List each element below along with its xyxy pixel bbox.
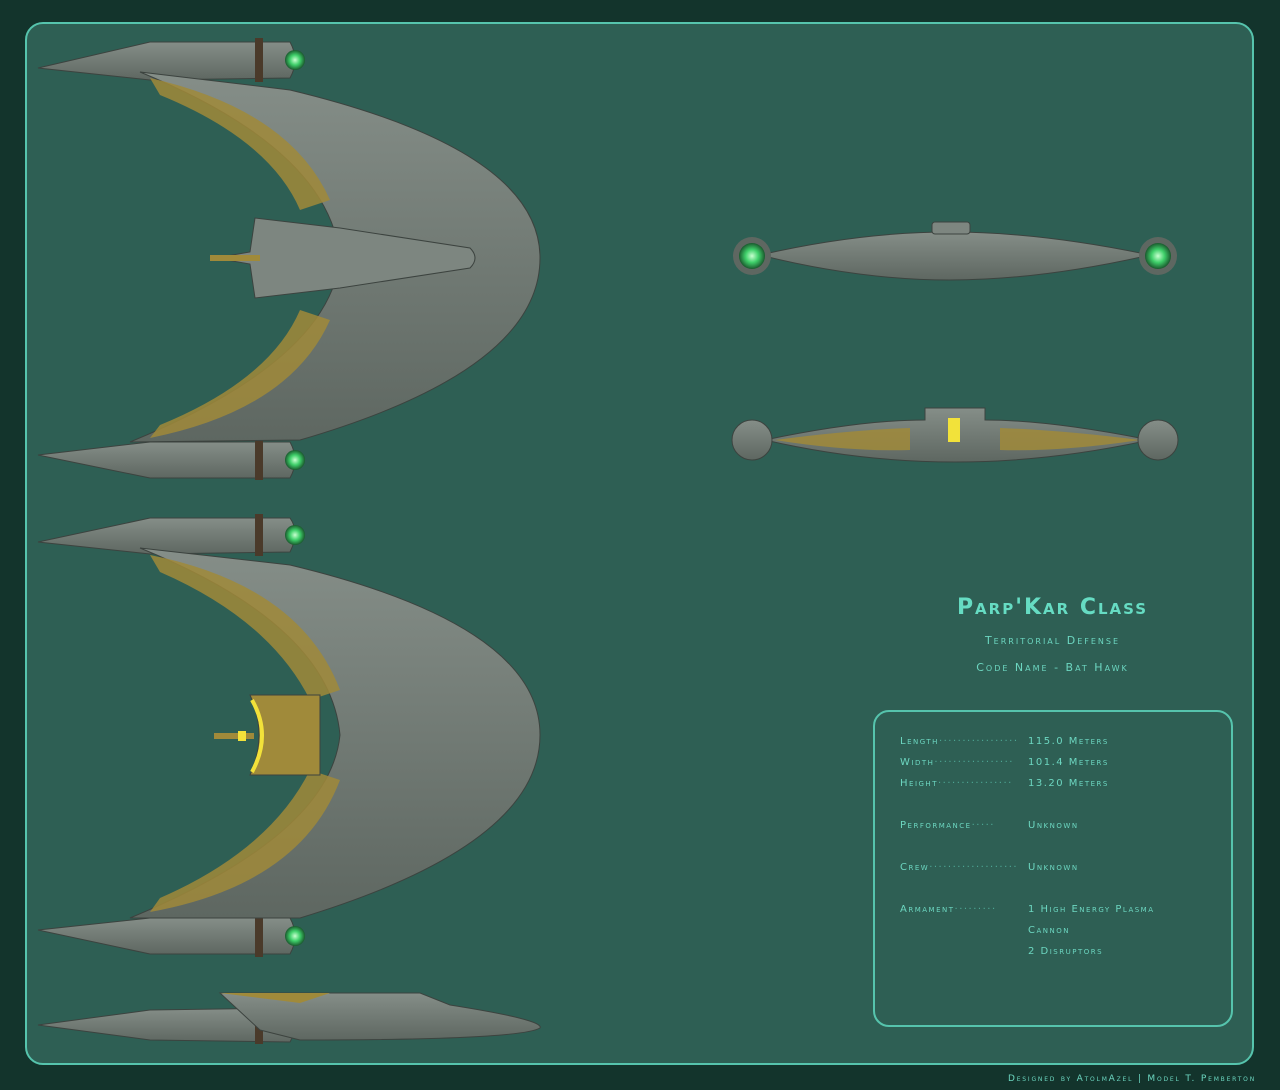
bottom-nacelle-upper xyxy=(37,514,305,556)
engine-glow-icon xyxy=(285,50,305,70)
side-view xyxy=(37,992,541,1044)
top-nacelle-lower xyxy=(37,440,305,480)
spec-label: Performance xyxy=(900,820,972,831)
bottom-wing xyxy=(129,547,541,919)
spec-value: Unknown xyxy=(1028,820,1079,831)
front-view xyxy=(733,221,1177,281)
spec-label: Width xyxy=(900,757,935,768)
bottom-nacelle-lower xyxy=(37,915,305,957)
spec-value: Unknown xyxy=(1028,862,1079,873)
spec-armament-line2: Cannon xyxy=(1028,925,1070,936)
spec-label: Height xyxy=(900,778,938,789)
bottom-view xyxy=(37,514,541,957)
top-view xyxy=(37,38,541,480)
ship-title: Parp'Kar Class xyxy=(956,595,1149,620)
rear-view xyxy=(731,407,1179,463)
credit-line: Designed by AtolmAzel | Model T. Pembert… xyxy=(1007,1074,1256,1084)
spec-armament-line3: 2 Disruptors xyxy=(1028,946,1104,957)
ship-code-name: Code Name - Bat Hawk xyxy=(976,661,1129,674)
top-body xyxy=(214,217,476,299)
spec-value: 101.4 Meters xyxy=(1028,757,1109,768)
engine-glow-icon xyxy=(285,525,305,545)
spec-crew: Crew···················Unknown xyxy=(900,862,1079,873)
spec-height: Height················13.20 Meters xyxy=(900,778,1109,789)
engine-glow-icon xyxy=(285,926,305,946)
spec-value: 1 High Energy Plasma xyxy=(1028,904,1155,915)
spec-value: 115.0 Meters xyxy=(1028,736,1109,747)
specs-box: Length·················115.0 Meters Widt… xyxy=(873,710,1233,1027)
engine-glow-icon xyxy=(1145,243,1171,269)
spec-length: Length·················115.0 Meters xyxy=(900,736,1109,747)
spec-width: Width·················101.4 Meters xyxy=(900,757,1109,768)
spec-value: 13.20 Meters xyxy=(1028,778,1109,789)
ship-role: Territorial Defense xyxy=(984,634,1121,647)
spec-label: Crew xyxy=(900,862,930,873)
spec-label: Armament xyxy=(900,904,955,915)
top-nacelle-upper xyxy=(37,38,305,82)
spec-armament: Armament·········1 High Energy Plasma xyxy=(900,904,1155,915)
spec-label: Length xyxy=(900,736,939,747)
engine-glow-icon xyxy=(739,243,765,269)
spec-performance: Performance·····Unknown xyxy=(900,820,1079,831)
title-block: Parp'Kar Class Territorial Defense Code … xyxy=(880,595,1225,674)
engine-glow-icon xyxy=(285,450,305,470)
